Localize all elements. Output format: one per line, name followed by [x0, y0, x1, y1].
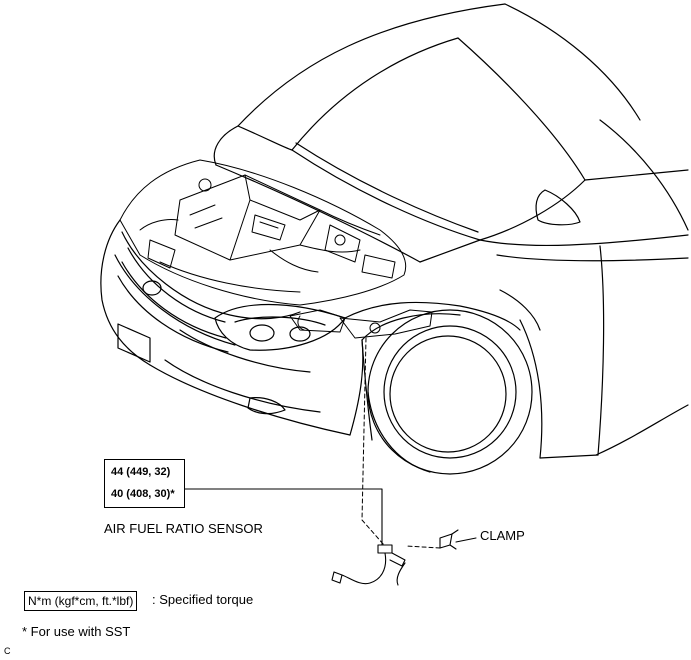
torque-unit-legend: N*m (kgf*cm, ft.*lbf): [24, 591, 138, 611]
body-side: [479, 119, 689, 459]
torque-spec-box: 44 (449, 32) 40 (408, 30)*: [104, 459, 185, 508]
fender-wheel-arch: [344, 301, 521, 441]
sst-footnote: * For use with SST: [22, 624, 131, 639]
engine-bay: [119, 159, 407, 306]
torque-leader-line: [184, 488, 383, 546]
air-fuel-ratio-sensor-part: [331, 544, 406, 586]
open-hood: [213, 125, 481, 263]
roof-and-windshield: [237, 3, 641, 241]
torque-unit-description: : Specified torque: [152, 592, 254, 607]
torque-value-1: 44 (449, 32): [111, 466, 171, 478]
front-fascia: [100, 219, 364, 436]
clamp-label: CLAMP: [480, 528, 525, 543]
installation-guide-line: [361, 337, 441, 549]
exhaust-manifold: [289, 309, 433, 339]
torque-value-2: 40 (408, 30)*: [111, 488, 175, 500]
sensor-label: AIR FUEL RATIO SENSOR: [104, 521, 263, 536]
front-wheel: [367, 309, 533, 475]
clamp-part: [439, 529, 477, 550]
corner-mark: C: [4, 646, 11, 656]
